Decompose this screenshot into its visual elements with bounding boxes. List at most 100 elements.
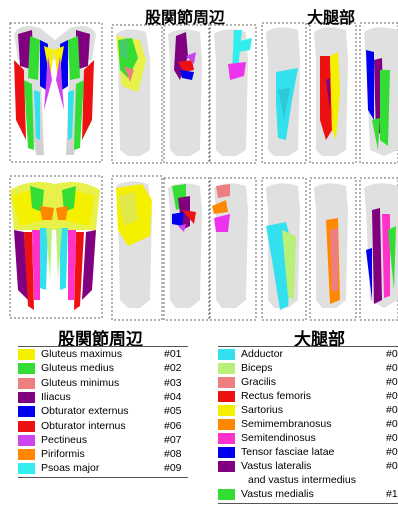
hip-render-front-1 bbox=[112, 25, 162, 163]
thigh-muscle-name: Biceps bbox=[241, 362, 273, 375]
thigh-muscle-code: #0 bbox=[386, 418, 398, 431]
thigh-color-swatch bbox=[218, 363, 235, 374]
hip-render-back-1 bbox=[112, 176, 162, 320]
hip-muscle-name: Psoas major bbox=[41, 462, 99, 475]
hip-legend-item: Iliacus #04 bbox=[18, 391, 193, 404]
hip-muscle-code: #02 bbox=[164, 362, 182, 375]
hip-color-swatch bbox=[18, 421, 35, 432]
hip-color-swatch bbox=[18, 435, 35, 446]
thigh-color-swatch bbox=[218, 419, 235, 430]
thigh-color-swatch bbox=[218, 489, 235, 500]
hip-muscle-code: #03 bbox=[164, 377, 182, 390]
full-leg-render-back bbox=[10, 176, 102, 318]
thigh-muscle-name: Semimembranosus bbox=[241, 418, 331, 431]
hip-panel-heading: 股関節周辺 bbox=[145, 4, 225, 28]
thigh-color-swatch bbox=[218, 433, 235, 444]
thigh-render-front-1 bbox=[262, 23, 306, 163]
hip-color-swatch bbox=[18, 406, 35, 417]
thigh-muscle-code: #0 bbox=[386, 404, 398, 417]
hip-muscle-name: Obturator externus bbox=[41, 405, 129, 418]
thigh-muscle-name: Vastus lateralis bbox=[241, 460, 311, 473]
hip-legend-item: Gluteus medius #02 bbox=[18, 362, 193, 375]
thigh-muscle-code: #1 bbox=[386, 488, 398, 501]
thigh-muscle-code: #0 bbox=[386, 348, 398, 361]
thigh-muscle-code: #0 bbox=[386, 390, 398, 403]
thigh-legend-item: Sartorius #0 bbox=[218, 404, 398, 417]
hip-legend-top-rule bbox=[18, 346, 188, 347]
hip-muscle-name: Piriformis bbox=[41, 448, 85, 461]
thigh-muscle-name: Vastus medialis bbox=[241, 488, 314, 501]
hip-muscle-code: #04 bbox=[164, 391, 182, 404]
hip-muscle-name: Gluteus minimus bbox=[41, 377, 119, 390]
thigh-render-front-2 bbox=[310, 23, 356, 163]
thigh-muscle-code: #0 bbox=[386, 446, 398, 459]
thigh-legend-item: Biceps #0 bbox=[218, 362, 398, 375]
hip-legend-item: Psoas major #09 bbox=[18, 462, 193, 475]
hip-muscle-code: #09 bbox=[164, 462, 182, 475]
hip-color-swatch bbox=[18, 363, 35, 374]
thigh-render-back-3 bbox=[360, 178, 398, 320]
hip-legend-item: Gluteus minimus #03 bbox=[18, 377, 193, 390]
hip-color-swatch bbox=[18, 449, 35, 460]
hip-muscle-code: #06 bbox=[164, 420, 182, 433]
thigh-legend-bottom-rule bbox=[218, 503, 398, 504]
thigh-render-back-1 bbox=[262, 178, 306, 320]
thigh-muscle-legend: Adductor#0Biceps#0Gracilis#0Rectus femor… bbox=[218, 348, 398, 503]
thigh-muscle-name: Rectus femoris bbox=[241, 390, 311, 403]
thigh-color-swatch bbox=[218, 461, 235, 472]
hip-legend-item: Obturator externus #05 bbox=[18, 405, 193, 418]
hip-muscle-name: Obturator internus bbox=[41, 420, 126, 433]
thigh-muscle-code: #0 bbox=[386, 460, 398, 473]
thigh-color-swatch bbox=[218, 405, 235, 416]
thigh-muscle-name: Adductor bbox=[241, 348, 283, 361]
thigh-muscle-name: Semitendinosus bbox=[241, 432, 316, 445]
thigh-render-front-3 bbox=[360, 23, 398, 163]
hip-muscle-code: #08 bbox=[164, 448, 182, 461]
thigh-legend-item: Semimembranosus #0 bbox=[218, 418, 398, 431]
thigh-legend-item: Vastus lateralis #0 bbox=[218, 460, 398, 473]
hip-legend-item: Obturator internus #06 bbox=[18, 420, 193, 433]
hip-render-back-3 bbox=[210, 178, 256, 320]
thigh-color-swatch bbox=[218, 349, 235, 360]
hip-color-swatch bbox=[18, 392, 35, 403]
hip-legend-item: Gluteus maximus #01 bbox=[18, 348, 193, 361]
thigh-legend-item: Vastus medialis #1 bbox=[218, 488, 398, 501]
hip-legend-bottom-rule bbox=[18, 477, 188, 478]
thigh-muscle-code: #0 bbox=[386, 432, 398, 445]
hip-render-back-2 bbox=[164, 178, 209, 320]
thigh-legend-item: Tensor fasciae latae #0 bbox=[218, 446, 398, 459]
thigh-legend-top-rule bbox=[218, 346, 398, 347]
thigh-muscle-code: #0 bbox=[386, 376, 398, 389]
hip-muscle-name: Iliacus bbox=[41, 391, 71, 404]
hip-render-front-2 bbox=[164, 25, 209, 163]
hip-muscle-code: #07 bbox=[164, 434, 182, 447]
thigh-legend-item: Gracilis #0 bbox=[218, 376, 398, 389]
hip-render-front-3 bbox=[210, 25, 256, 163]
hip-muscle-code: #05 bbox=[164, 405, 182, 418]
thigh-muscle-name: Gracilis bbox=[241, 376, 276, 389]
hip-color-swatch bbox=[18, 349, 35, 360]
thigh-legend-item: Semitendinosus #0 bbox=[218, 432, 398, 445]
thigh-render-back-2 bbox=[310, 178, 356, 320]
thigh-muscle-name: Tensor fasciae latae bbox=[241, 446, 334, 459]
hip-muscle-name: Gluteus maximus bbox=[41, 348, 122, 361]
thigh-color-swatch bbox=[218, 391, 235, 402]
hip-legend-item: Pectineus #07 bbox=[18, 434, 193, 447]
hip-muscle-code: #01 bbox=[164, 348, 182, 361]
full-leg-render-front bbox=[10, 23, 102, 162]
thigh-legend-item: Adductor #0 bbox=[218, 348, 398, 361]
thigh-color-swatch bbox=[218, 447, 235, 458]
thigh-legend-item: Rectus femoris #0 bbox=[218, 390, 398, 403]
thigh-panel-heading: 大腿部 bbox=[307, 4, 355, 28]
hip-legend-item: Piriformis #08 bbox=[18, 448, 193, 461]
hip-color-swatch bbox=[18, 378, 35, 389]
thigh-muscle-name: Sartorius bbox=[241, 404, 283, 417]
thigh-color-swatch bbox=[218, 377, 235, 388]
thigh-muscle-code: #0 bbox=[386, 362, 398, 375]
hip-color-swatch bbox=[18, 463, 35, 474]
hip-muscle-name: Gluteus medius bbox=[41, 362, 114, 375]
hip-muscle-name: Pectineus bbox=[41, 434, 87, 447]
muscle-render-figure bbox=[0, 0, 398, 325]
thigh-muscle-name-line2: and vastus intermedius bbox=[248, 474, 356, 487]
